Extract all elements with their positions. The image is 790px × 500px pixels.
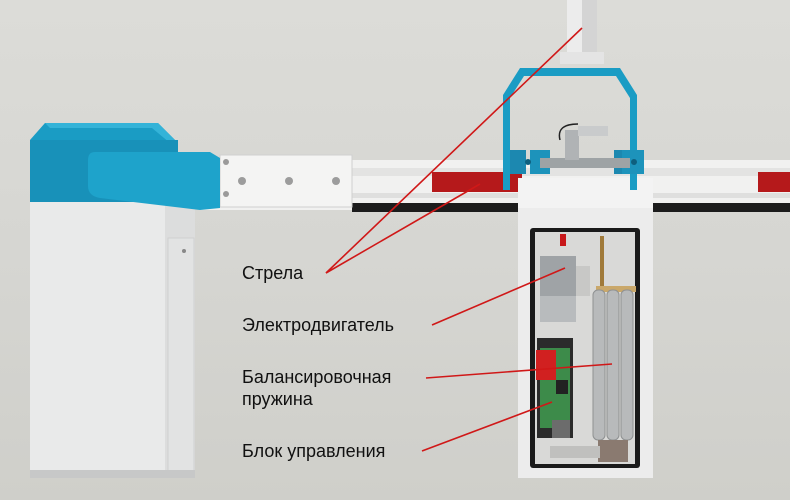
left-cabinet bbox=[30, 123, 220, 478]
label-control-unit: Блок управления bbox=[242, 441, 386, 461]
label-boom: Стрела bbox=[242, 263, 304, 283]
leader-lines bbox=[325, 27, 613, 452]
label-spring: Балансировочная пружина bbox=[242, 366, 391, 410]
boom-yoke bbox=[503, 68, 644, 190]
label-spring-line2: пружина bbox=[242, 389, 313, 409]
boom-arm bbox=[200, 154, 790, 212]
right-cabinet bbox=[518, 178, 653, 478]
label-spring-line1: Балансировочная bbox=[242, 367, 392, 387]
support-pole bbox=[560, 0, 604, 64]
label-motor: Электродвигатель bbox=[242, 315, 395, 335]
